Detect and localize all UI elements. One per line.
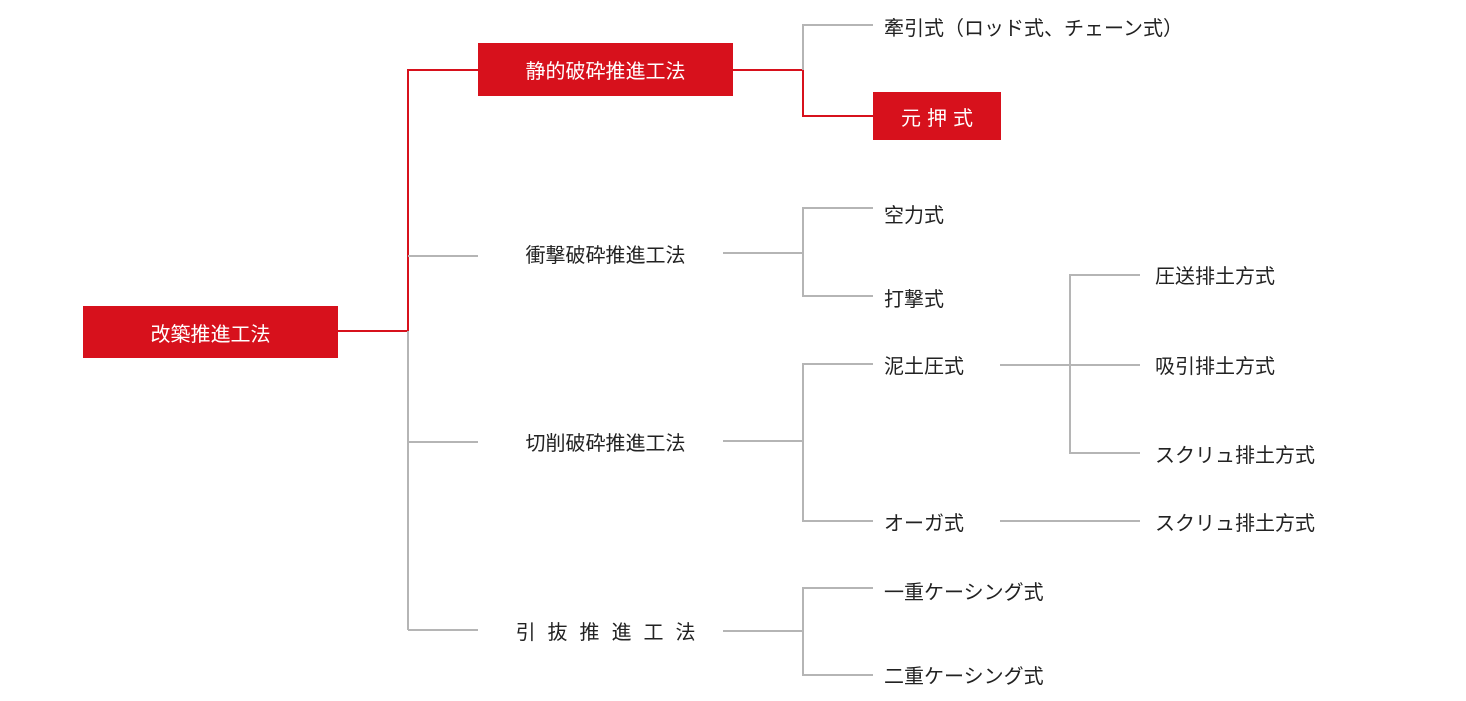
node-traction-type: 牽引式（ロッド式、チェーン式） — [884, 9, 1224, 43]
node-mud-pressure-type-label: 泥土圧式 — [884, 353, 964, 378]
node-auger-type-label: オーガ式 — [884, 510, 964, 535]
node-cutting-crushing: 切削破砕推進工法 — [478, 424, 733, 458]
node-screw-discharge-1: スクリュ排土方式 — [1155, 436, 1375, 470]
connectors — [407, 24, 1140, 676]
node-base-push-type-label: 元押式 — [901, 105, 979, 130]
node-pressure-discharge-label: 圧送排土方式 — [1155, 263, 1275, 288]
node-static-crushing: 静的破砕推進工法 — [478, 43, 733, 96]
node-mud-pressure-type: 泥土圧式 — [884, 347, 1004, 381]
node-screw-discharge-2-label: スクリュ排土方式 — [1155, 510, 1315, 535]
node-auger-type: オーガ式 — [884, 504, 1004, 538]
connector-impact-bracket — [802, 207, 873, 297]
node-percussion-type: 打撃式 — [884, 280, 1004, 314]
node-impact-crushing: 衝撃破砕推進工法 — [478, 236, 733, 270]
node-percussion-type-label: 打撃式 — [884, 286, 944, 311]
node-cutting-crushing-label: 切削破砕推進工法 — [525, 430, 686, 455]
node-screw-discharge-1-label: スクリュ排土方式 — [1155, 442, 1315, 467]
highlighted-connectors — [338, 69, 873, 332]
connector-cutting-bracket — [802, 363, 873, 522]
node-suction-discharge-label: 吸引排土方式 — [1155, 353, 1275, 378]
node-static-crushing-label: 静的破砕推進工法 — [525, 59, 686, 83]
node-screw-discharge-2: スクリュ排土方式 — [1155, 504, 1375, 538]
node-single-casing: 一重ケーシング式 — [884, 573, 1104, 607]
node-pneumatic-type-label: 空力式 — [884, 202, 944, 227]
connector-static-to-traction — [802, 24, 873, 70]
node-double-casing: 二重ケーシング式 — [884, 657, 1104, 691]
node-traction-type-label: 牽引式（ロッド式、チェーン式） — [884, 15, 1183, 40]
node-pull-out-label: 引抜推進工法 — [515, 619, 708, 644]
node-impact-crushing-label: 衝撃破砕推進工法 — [525, 242, 686, 267]
connector-pullout-bracket — [802, 587, 873, 676]
node-pneumatic-type: 空力式 — [884, 196, 1004, 230]
node-pressure-discharge: 圧送排土方式 — [1155, 257, 1355, 291]
connector-mud-bracket — [1069, 274, 1140, 454]
node-single-casing-label: 一重ケーシング式 — [884, 579, 1044, 604]
node-root: 改築推進工法 — [83, 306, 338, 358]
node-pull-out: 引抜推進工法 — [478, 613, 733, 647]
node-base-push-type: 元押式 — [873, 92, 1001, 140]
node-double-casing-label: 二重ケーシング式 — [884, 663, 1044, 688]
node-root-label: 改築推進工法 — [150, 321, 271, 346]
node-suction-discharge: 吸引排土方式 — [1155, 347, 1355, 381]
connector-static-to-base-push — [733, 69, 873, 117]
connector-root-to-static — [338, 69, 478, 332]
